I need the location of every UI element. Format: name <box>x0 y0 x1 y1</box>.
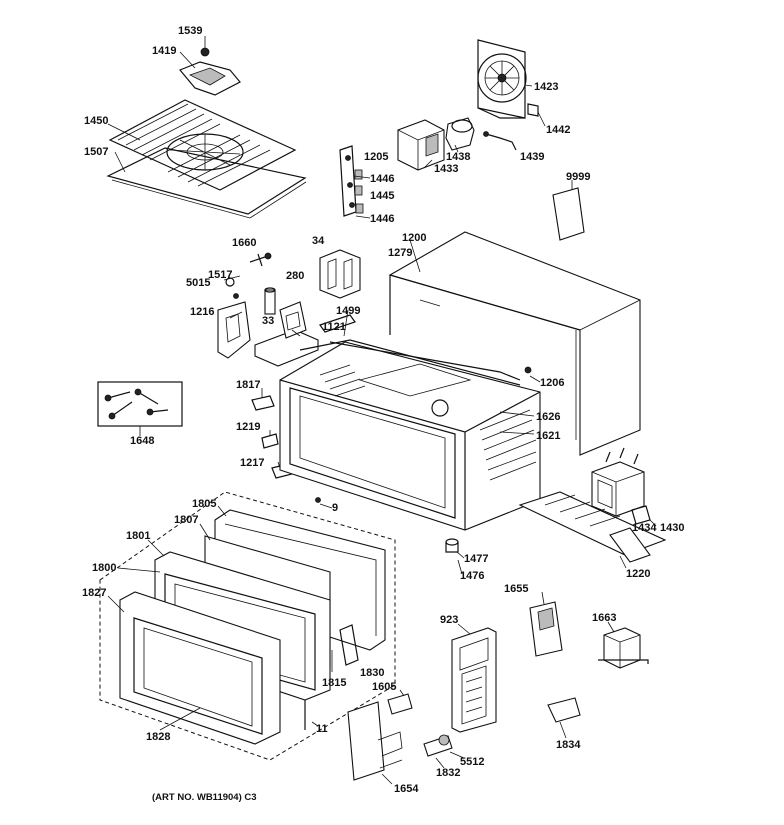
label-1446a: 1446 <box>370 173 394 185</box>
label-1423: 1423 <box>534 81 558 93</box>
transformer-1433 <box>397 119 445 171</box>
screw-kit-1648 <box>97 381 183 436</box>
literature-9999 <box>552 180 585 241</box>
latch-bracket-1205 <box>339 145 357 217</box>
label-1206: 1206 <box>540 377 564 389</box>
label-1430: 1430 <box>660 522 684 534</box>
control-panel-923 <box>451 627 497 733</box>
label-1442: 1442 <box>546 124 570 136</box>
label-1828: 1828 <box>146 731 170 743</box>
wire-1439 <box>483 131 517 151</box>
label-1476: 1476 <box>460 570 484 582</box>
label-1621: 1621 <box>536 430 560 442</box>
door-assembly <box>99 491 396 761</box>
label-1446b: 1446 <box>370 213 394 225</box>
label-1499: 1499 <box>336 305 360 317</box>
part-labels: 1539 1419 1450 1507 1423 1442 1438 1439 … <box>82 25 684 795</box>
part-1605 <box>387 693 413 715</box>
art-number-caption: (ART NO. WB11904) C3 <box>152 792 257 803</box>
leader-lines <box>107 144 657 785</box>
label-1827: 1827 <box>82 587 106 599</box>
circuit-board-1655 <box>529 601 563 657</box>
label-1663: 1663 <box>592 612 616 624</box>
label-280: 280 <box>286 270 304 282</box>
label-1279: 1279 <box>388 247 412 259</box>
label-1648: 1648 <box>130 435 154 447</box>
transformer-1663 <box>598 627 649 669</box>
label-5015: 5015 <box>186 277 210 289</box>
label-1220: 1220 <box>626 568 650 580</box>
label-1121: 1121 <box>322 321 346 333</box>
fuse-280 <box>264 287 276 315</box>
tray <box>106 147 307 219</box>
label-1817: 1817 <box>236 379 260 391</box>
outer-case <box>388 231 641 456</box>
label-1655: 1655 <box>504 583 528 595</box>
label-1507: 1507 <box>84 146 108 158</box>
label-33: 33 <box>262 315 274 327</box>
label-1200: 1200 <box>402 232 426 244</box>
label-1834: 1834 <box>556 739 581 751</box>
magnetron-1430 <box>591 447 645 517</box>
label-1450: 1450 <box>84 115 108 127</box>
base-plate-1220 <box>518 491 667 563</box>
label-1539: 1539 <box>178 25 202 37</box>
label-9: 9 <box>332 502 338 514</box>
oven-cavity <box>279 339 541 531</box>
label-34: 34 <box>312 235 325 247</box>
label-1434: 1434 <box>632 522 657 534</box>
label-1800: 1800 <box>92 562 116 574</box>
bracket-1121 <box>319 314 356 333</box>
lamp-1660 <box>249 252 272 267</box>
label-9999: 9999 <box>566 171 590 183</box>
hinge-1817 <box>251 395 275 411</box>
label-1216: 1216 <box>190 306 214 318</box>
label-1433: 1433 <box>434 163 458 175</box>
label-1217: 1217 <box>240 457 264 469</box>
label-1517: 1517 <box>208 269 232 281</box>
stirrer-assembly <box>179 36 241 96</box>
label-1830: 1830 <box>360 667 384 679</box>
lamp-socket-1517 <box>225 277 239 299</box>
label-1654: 1654 <box>394 783 419 795</box>
bracket-34 <box>319 249 361 299</box>
label-1807: 1807 <box>174 514 198 526</box>
label-5512: 5512 <box>460 756 484 768</box>
damper-1216 <box>217 301 251 359</box>
cooking-rack <box>108 99 297 191</box>
label-1801: 1801 <box>126 530 150 542</box>
panel-1654 <box>347 701 403 781</box>
label-1438: 1438 <box>446 151 470 163</box>
label-1626: 1626 <box>536 411 560 423</box>
hinge-1219 <box>261 433 279 449</box>
switches-1445-1446 <box>354 169 364 214</box>
thermostat-1438 <box>445 117 475 151</box>
fan-motor-assembly <box>477 39 533 119</box>
label-1477: 1477 <box>464 553 488 565</box>
label-1832: 1832 <box>436 767 460 779</box>
label-1205: 1205 <box>364 151 388 163</box>
label-1805: 1805 <box>192 498 216 510</box>
bracket-1834 <box>547 697 581 723</box>
label-1419: 1419 <box>152 45 176 57</box>
foot-1477 <box>445 538 459 553</box>
label-11: 11 <box>316 723 328 735</box>
label-1445: 1445 <box>370 190 394 202</box>
label-1439: 1439 <box>520 151 544 163</box>
label-1660: 1660 <box>232 237 256 249</box>
label-1815: 1815 <box>322 677 346 689</box>
label-923: 923 <box>440 614 458 626</box>
switch-1832 <box>423 734 453 757</box>
label-1219: 1219 <box>236 421 260 433</box>
switch-holder-33 <box>254 301 319 367</box>
label-1605: 1605 <box>372 681 396 693</box>
small-bracket-1442 <box>527 103 546 127</box>
